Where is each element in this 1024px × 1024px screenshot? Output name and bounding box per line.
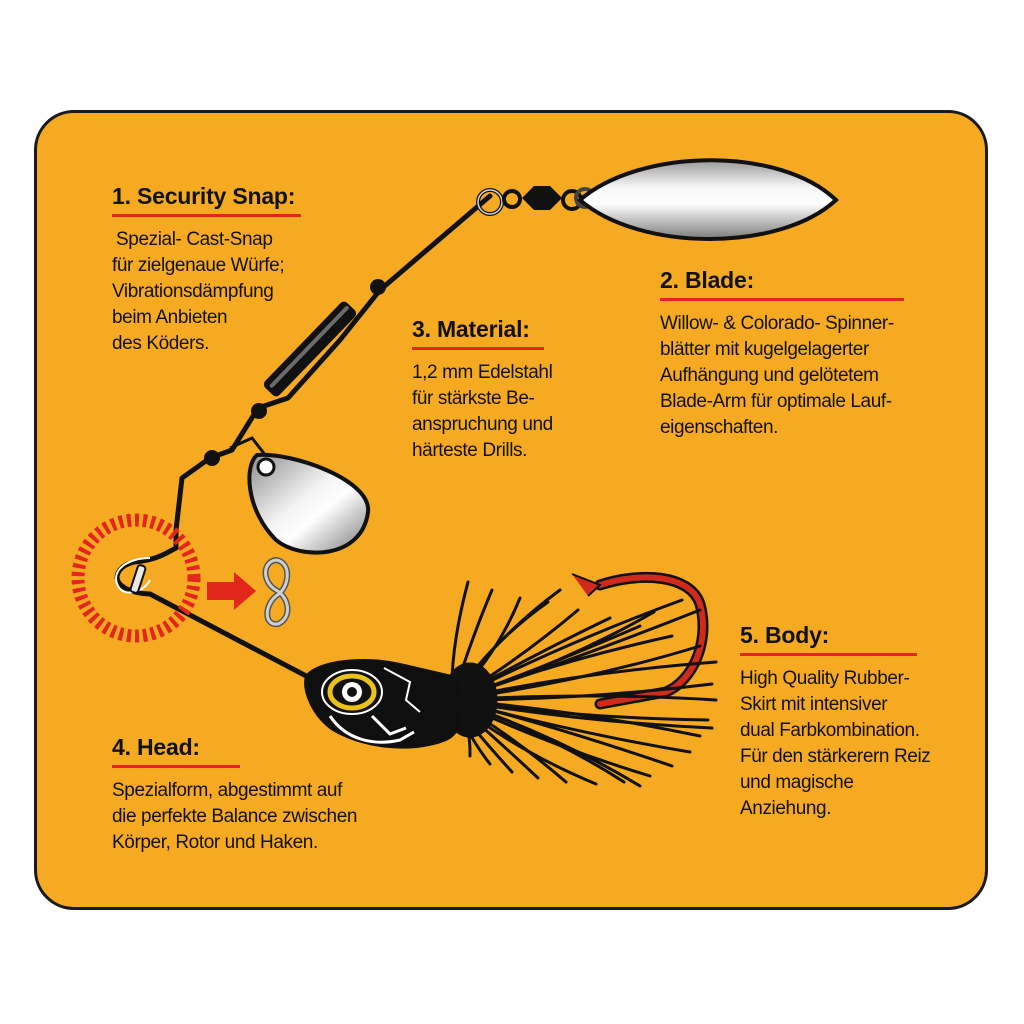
callout-line: Aufhängung und gelötetem xyxy=(660,364,879,386)
callout-line: für zielgenaue Würfe; xyxy=(112,254,285,276)
callout-line: des Köders. xyxy=(112,332,209,354)
callout-line: Für den stärkerern Reiz xyxy=(740,745,931,767)
callout-text: Spezialform, abgestimmt auf die perfekte… xyxy=(112,778,357,856)
callout-line: beim Anbieten xyxy=(112,306,228,328)
callout-title: 5. Body: xyxy=(740,622,918,656)
callout-title: 1. Security Snap: xyxy=(112,183,302,217)
callout-material: 3. Material: 1,2 mm Edelstahl für stärks… xyxy=(412,316,553,464)
callout-security-snap: 1. Security Snap: Spezial- Cast-Snap für… xyxy=(112,183,302,357)
willow-blade-icon xyxy=(576,158,839,241)
callout-line: die perfekte Balance zwischen xyxy=(112,805,358,827)
callout-title: 4. Head: xyxy=(112,734,240,768)
arrow-icon xyxy=(207,572,256,610)
snap-highlight-circle xyxy=(71,513,201,643)
callout-title: 3. Material: xyxy=(412,316,544,350)
callout-line: für stärkste Be- xyxy=(412,387,535,409)
snap-sleeve xyxy=(129,564,147,594)
callout-text: Willow- & Colorado- Spinner- blätter mit… xyxy=(660,311,904,441)
callout-line: härteste Drills. xyxy=(412,439,528,461)
callout-line: Spezial- Cast-Snap xyxy=(116,228,273,250)
callout-blade: 2. Blade: Willow- & Colorado- Spinner- b… xyxy=(660,267,905,441)
callout-line: Blade-Arm für optimale Lauf- xyxy=(660,390,892,412)
callout-line: Anziehung. xyxy=(740,797,832,819)
callout-line: und magische xyxy=(740,771,854,793)
callout-body: 5. Body: High Quality Rubber- Skirt mit … xyxy=(740,622,931,822)
colorado-blade-icon xyxy=(247,452,371,555)
callout-line: Skirt mit intensiver xyxy=(740,693,888,715)
callout-line: blätter mit kugelgelagerter xyxy=(660,338,869,360)
callout-title: 2. Blade: xyxy=(660,267,905,301)
eye-icon xyxy=(321,669,383,715)
callout-text: 1,2 mm Edelstahl für stärkste Be- anspru… xyxy=(412,360,553,464)
callout-text: High Quality Rubber- Skirt mit intensive… xyxy=(740,666,931,822)
callout-head: 4. Head: Spezialform, abgestimmt auf die… xyxy=(112,734,357,856)
swivel-icon xyxy=(476,186,596,216)
callout-line: 1,2 mm Edelstahl xyxy=(412,361,553,383)
bead-icon xyxy=(204,279,386,466)
callout-line: Willow- & Colorado- Spinner- xyxy=(660,312,894,334)
callout-line: Spezialform, abgestimmt auf xyxy=(112,779,342,801)
callout-line: dual Farbkombination. xyxy=(740,719,920,741)
diagram-panel xyxy=(34,110,988,910)
blade-bracket xyxy=(229,436,268,457)
snap-icon xyxy=(115,557,151,594)
callout-line: Vibrationsdämpfung xyxy=(112,280,274,302)
callout-line: High Quality Rubber- xyxy=(740,667,910,689)
callout-line: Körper, Rotor und Haken. xyxy=(112,831,318,853)
callout-line: eigenschaften. xyxy=(660,416,778,438)
callout-line: anspruchung und xyxy=(412,413,553,435)
callout-text: Spezial- Cast-Snap für zielgenaue Würfe;… xyxy=(112,227,301,357)
